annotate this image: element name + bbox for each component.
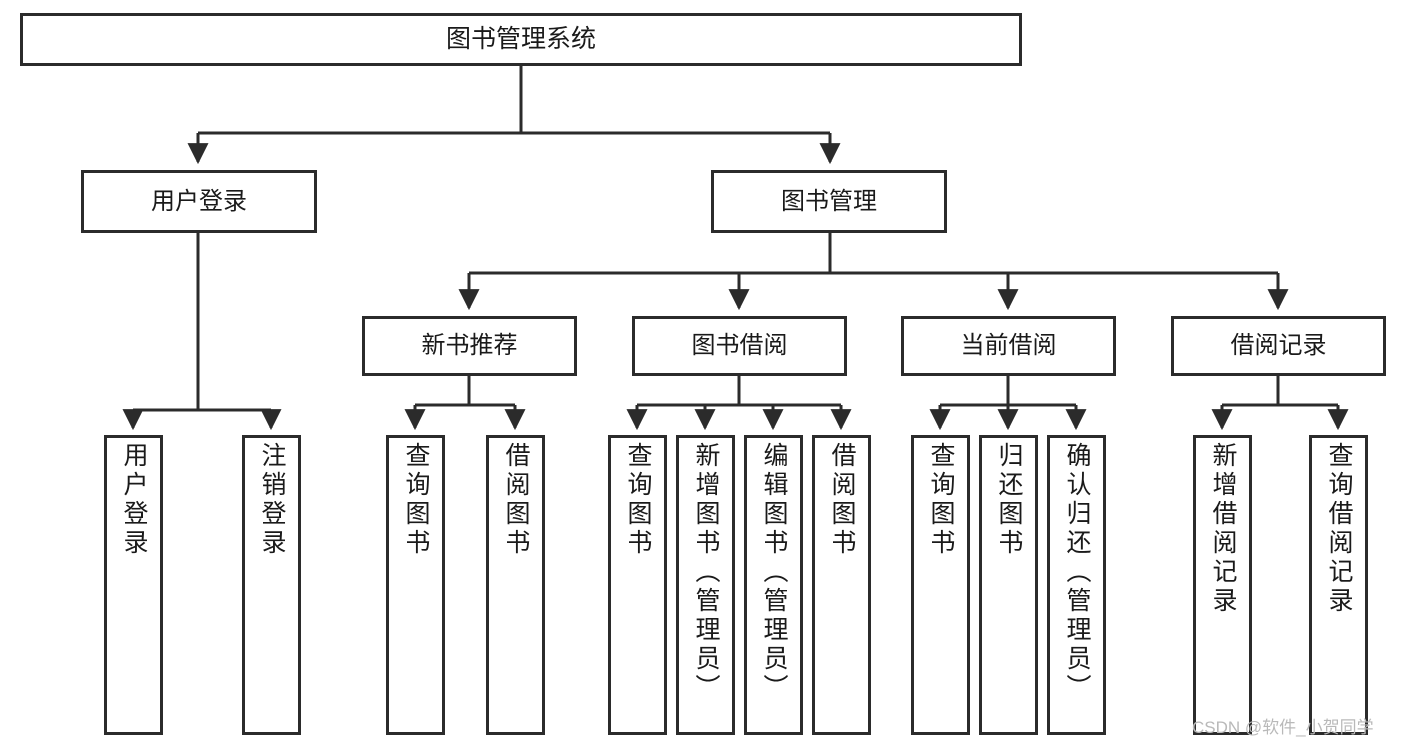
- node-user-login[interactable]: 用户登录: [81, 170, 317, 233]
- node-current-borrow[interactable]: 当前借阅: [901, 316, 1116, 376]
- node-leaf-add-book[interactable]: 新增图书（管理员）: [676, 435, 735, 735]
- node-leaf-edit-book-label: 编辑图书（管理员）: [760, 442, 788, 703]
- node-leaf-user-login[interactable]: 用户登录: [104, 435, 163, 735]
- node-leaf-query-record-label: 查询借阅记录: [1325, 442, 1353, 616]
- node-new-book-rec[interactable]: 新书推荐: [362, 316, 577, 376]
- node-root-label: 图书管理系统: [445, 25, 596, 54]
- node-book-manage-label: 图书管理: [781, 187, 877, 215]
- node-leaf-query-book-3[interactable]: 查询图书: [911, 435, 970, 735]
- node-borrow-record[interactable]: 借阅记录: [1171, 316, 1386, 376]
- node-book-borrow[interactable]: 图书借阅: [632, 316, 847, 376]
- node-leaf-borrow-book-1-label: 借阅图书: [502, 442, 530, 558]
- node-leaf-query-record[interactable]: 查询借阅记录: [1309, 435, 1368, 735]
- node-leaf-logout-label: 注销登录: [258, 442, 286, 558]
- node-current-borrow-label: 当前借阅: [960, 332, 1057, 360]
- node-leaf-borrow-book-2-label: 借阅图书: [828, 442, 856, 558]
- node-leaf-add-record-label: 新增借阅记录: [1209, 442, 1237, 616]
- node-leaf-borrow-book-1[interactable]: 借阅图书: [486, 435, 545, 735]
- node-leaf-logout[interactable]: 注销登录: [242, 435, 301, 735]
- node-new-book-rec-label: 新书推荐: [421, 332, 518, 360]
- node-leaf-confirm-return-label: 确认归还（管理员）: [1063, 442, 1091, 703]
- csdn-watermark: CSDN @软件_小贺同学: [1192, 718, 1374, 737]
- node-leaf-add-book-label: 新增图书（管理员）: [692, 442, 720, 703]
- node-book-manage[interactable]: 图书管理: [711, 170, 947, 233]
- node-leaf-return-book-label: 归还图书: [995, 442, 1023, 558]
- node-user-login-label: 用户登录: [151, 187, 247, 215]
- node-leaf-query-book-2-label: 查询图书: [624, 442, 652, 558]
- node-leaf-query-book-1-label: 查询图书: [402, 442, 430, 558]
- node-leaf-query-book-2[interactable]: 查询图书: [608, 435, 667, 735]
- node-leaf-confirm-return[interactable]: 确认归还（管理员）: [1047, 435, 1106, 735]
- node-leaf-add-record[interactable]: 新增借阅记录: [1193, 435, 1252, 735]
- node-leaf-return-book[interactable]: 归还图书: [979, 435, 1038, 735]
- node-leaf-user-login-label: 用户登录: [120, 442, 148, 558]
- node-leaf-query-book-1[interactable]: 查询图书: [386, 435, 445, 735]
- node-book-borrow-label: 图书借阅: [691, 332, 788, 360]
- node-leaf-borrow-book-2[interactable]: 借阅图书: [812, 435, 871, 735]
- node-borrow-record-label: 借阅记录: [1230, 332, 1327, 360]
- node-leaf-query-book-3-label: 查询图书: [927, 442, 955, 558]
- node-root[interactable]: 图书管理系统: [20, 13, 1022, 66]
- node-leaf-edit-book[interactable]: 编辑图书（管理员）: [744, 435, 803, 735]
